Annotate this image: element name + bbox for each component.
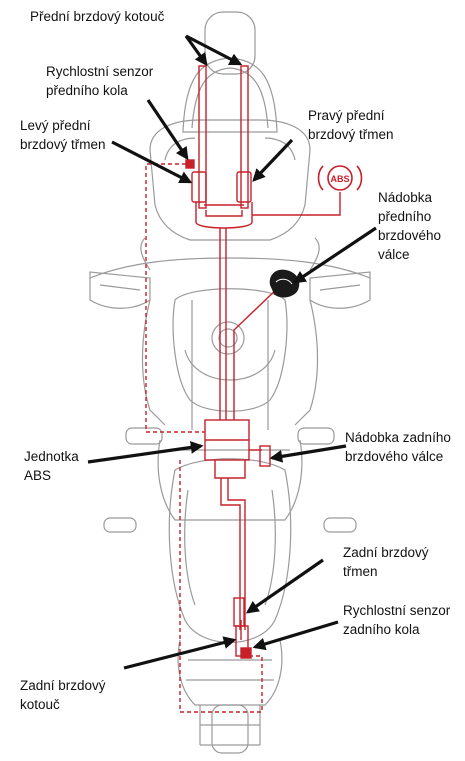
rear-speed-sensor bbox=[241, 648, 251, 658]
label-front-speed-sensor: Rychlostní senzor předního kola bbox=[46, 62, 153, 100]
label-rear-caliper: Zadní brzdový třmen bbox=[343, 543, 429, 581]
label-front-disc: Přední brzdový kotouč bbox=[30, 7, 164, 26]
arrow-left-front-caliper bbox=[112, 142, 190, 182]
front-speed-sensor bbox=[186, 160, 194, 168]
label-front-master-reservoir: Nádobka předního brzdového válce bbox=[378, 188, 441, 264]
front-disc-right bbox=[241, 66, 248, 208]
arrow-front-speed-sensor bbox=[148, 100, 187, 158]
label-rear-disc: Zadní brzdový kotouč bbox=[20, 676, 106, 714]
rear-caliper bbox=[234, 598, 244, 626]
arrow-rear-master-reservoir bbox=[272, 446, 346, 458]
front-master-reservoir bbox=[270, 270, 300, 298]
label-abs-unit: Jednotka ABS bbox=[24, 447, 79, 485]
arrow-front-master-reservoir bbox=[295, 228, 376, 282]
front-disc-left bbox=[199, 66, 206, 208]
arrow-right-front-caliper bbox=[254, 140, 292, 180]
label-left-front-caliper: Levý přední brzdový třmen bbox=[20, 116, 106, 154]
abs-warning-lamp-icon: ABS bbox=[319, 166, 362, 190]
arrow-rear-caliper bbox=[248, 560, 323, 612]
label-rear-master-reservoir: Nádobka zadního brzdového válce bbox=[345, 428, 451, 466]
label-rear-speed-sensor: Rychlostní senzor zadního kola bbox=[343, 601, 450, 639]
right-front-caliper bbox=[237, 172, 251, 202]
label-right-front-caliper: Pravý přední brzdový třmen bbox=[308, 106, 394, 144]
arrow-abs-unit bbox=[88, 446, 201, 462]
arrow-rear-speed-sensor bbox=[255, 622, 338, 647]
abs-warning-lamp-text: ABS bbox=[330, 174, 349, 184]
